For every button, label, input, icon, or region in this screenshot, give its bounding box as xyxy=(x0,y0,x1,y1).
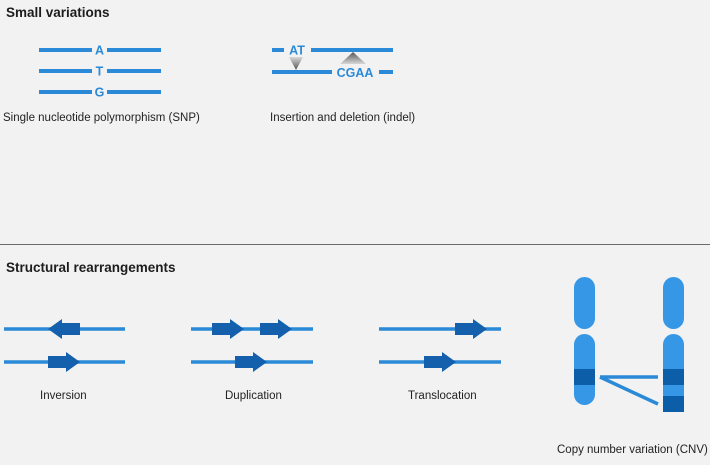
insertion-wedge xyxy=(289,57,303,70)
duplication-arrow-1 xyxy=(212,319,244,339)
chromosome-right-top-arm xyxy=(663,277,684,329)
snp-base-a: A xyxy=(95,44,104,58)
inversion-caption: Inversion xyxy=(40,390,87,402)
chromosome-right-band-2 xyxy=(663,396,684,412)
translocation-arrow-top xyxy=(455,319,487,339)
cnv-caption: Copy number variation (CNV) xyxy=(557,444,708,456)
duplication-caption: Duplication xyxy=(225,390,282,402)
small-variations-title: Small variations xyxy=(6,5,110,20)
deletion-wedge xyxy=(340,52,366,64)
snp-caption: Single nucleotide polymorphism (SNP) xyxy=(3,112,200,124)
cnv-diagram xyxy=(574,277,684,412)
translocation-caption: Translocation xyxy=(408,390,477,402)
structural-rearrangements-title: Structural rearrangements xyxy=(6,260,176,275)
snp-base-g: G xyxy=(95,86,105,100)
duplication-arrow-2 xyxy=(260,319,292,339)
indel-insertion-text: AT xyxy=(289,44,305,58)
indel-caption: Insertion and deletion (indel) xyxy=(270,112,416,124)
translocation-diagram xyxy=(379,319,501,372)
indel-deletion-text: CGAA xyxy=(337,66,374,80)
duplication-diagram xyxy=(191,319,313,372)
chromosome-left-top-arm xyxy=(574,277,595,329)
cnv-connector-lower xyxy=(599,375,659,406)
chromosome-left-band xyxy=(574,369,595,385)
inversion-diagram xyxy=(4,319,125,372)
snp-base-t: T xyxy=(96,65,104,79)
translocation-arrow-bottom xyxy=(424,352,456,372)
inversion-arrow-right xyxy=(48,352,80,372)
chromosome-right-band-1 xyxy=(663,369,684,385)
duplication-arrow-3 xyxy=(235,352,267,372)
inversion-arrow-left xyxy=(48,319,80,339)
section-divider xyxy=(0,244,710,245)
snp-diagram: A T G xyxy=(39,44,161,100)
indel-diagram: AT CGAA xyxy=(272,44,393,80)
